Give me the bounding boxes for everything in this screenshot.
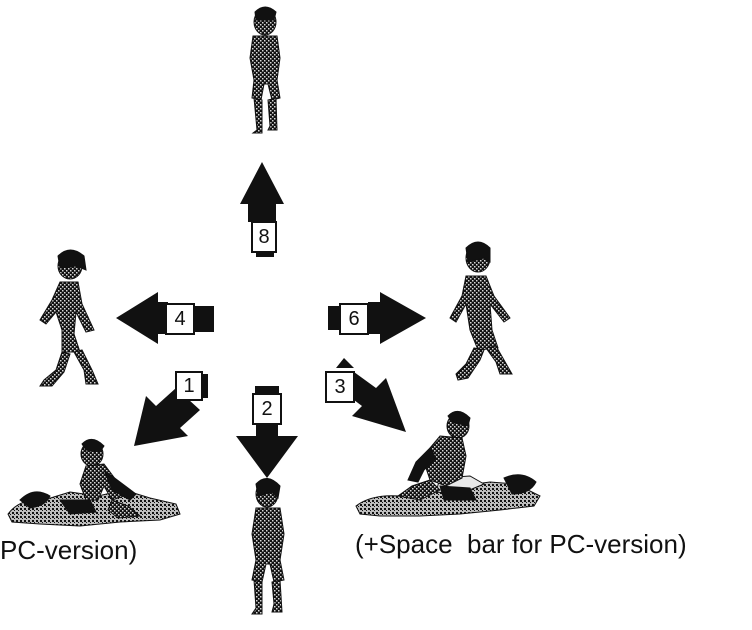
arrow-left-4: 4 <box>116 292 214 344</box>
kneeling-cpr-figure-left-icon <box>7 439 181 527</box>
key-3-label: 3 <box>334 376 345 398</box>
arrow-up-8: 8 <box>240 162 284 257</box>
key-6-label: 6 <box>348 308 359 330</box>
key-8-label: 8 <box>258 226 269 248</box>
walking-right-figure-icon <box>449 241 513 381</box>
standing-figure-icon <box>249 6 281 134</box>
kneeling-cpr-figure-right-icon <box>355 411 541 517</box>
caption-pc-version-left: PC-version) <box>0 535 138 565</box>
caption-space-bar-pc-version: (+Space bar for PC-version) <box>355 529 687 559</box>
arrow-down-right-3: 3 <box>325 358 406 432</box>
walking-toward-figure-icon <box>251 478 285 615</box>
key-2-label: 2 <box>261 398 272 420</box>
arrow-down-left-1: 1 <box>134 371 208 446</box>
key-1-label: 1 <box>183 375 194 397</box>
arrow-right-6: 6 <box>328 292 426 344</box>
key-4-label: 4 <box>174 308 185 330</box>
walking-left-figure-icon <box>39 249 99 387</box>
arrow-down-2: 2 <box>236 386 298 478</box>
